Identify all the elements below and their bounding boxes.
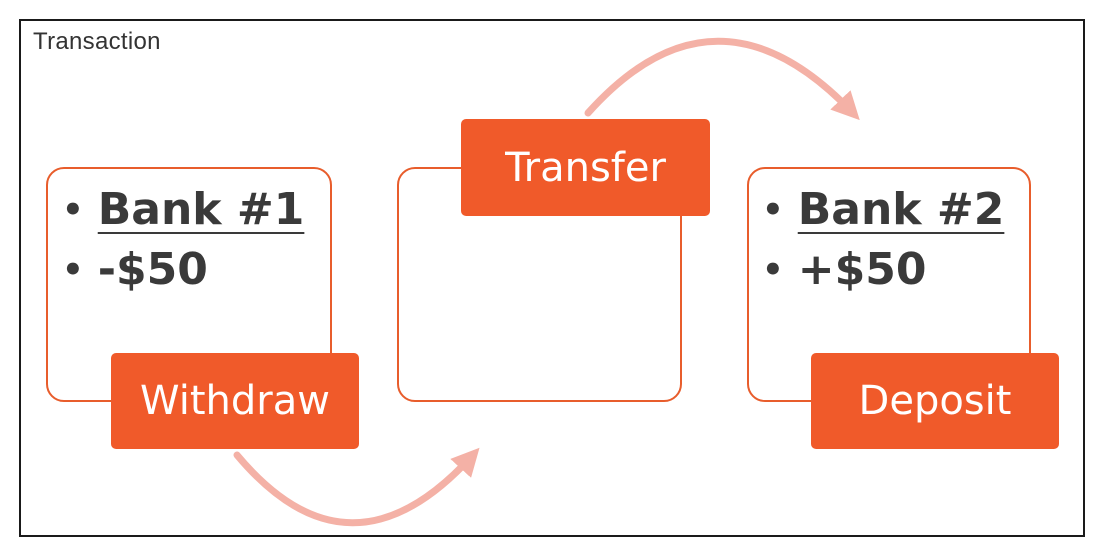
deposit-bullets: • Bank #2 • +$50 <box>762 180 1004 300</box>
bullet-dot: • <box>62 250 84 290</box>
bullet-item: • Bank #1 <box>62 180 304 240</box>
bank-name: Bank #2 <box>797 184 1005 235</box>
bullet-dot: • <box>762 250 784 290</box>
bullet-item: • +$50 <box>762 240 1004 300</box>
arrow-withdraw-to-transfer <box>233 447 480 527</box>
arrow-transfer-to-deposit <box>584 37 860 121</box>
transfer-tag: Transfer <box>461 119 710 216</box>
bullet-dot: • <box>62 190 84 230</box>
bank-name: Bank #1 <box>97 184 305 235</box>
bullet-item: • Bank #2 <box>762 180 1004 240</box>
bullet-dot: • <box>762 190 784 230</box>
bullet-item: • -$50 <box>62 240 304 300</box>
amount: +$50 <box>797 244 927 295</box>
withdraw-bullets: • Bank #1 • -$50 <box>62 180 304 300</box>
deposit-tag: Deposit <box>811 353 1059 449</box>
transaction-frame <box>19 19 1085 537</box>
amount: -$50 <box>97 244 208 295</box>
withdraw-tag: Withdraw <box>111 353 359 449</box>
transaction-label: Transaction <box>33 28 161 55</box>
